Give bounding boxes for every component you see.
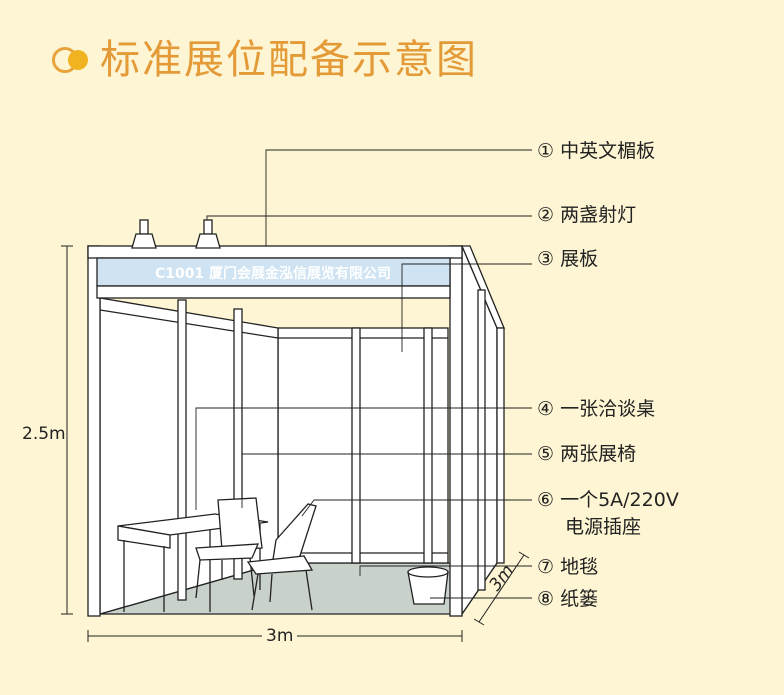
height-dimension xyxy=(61,245,73,615)
fascia-board xyxy=(96,257,451,287)
height-label: 2.5m xyxy=(22,424,66,444)
label-waste-basket: ⑧ 纸篓 xyxy=(537,588,599,610)
width-label: 3m xyxy=(262,626,298,646)
label-socket-line2: 电源插座 xyxy=(565,516,642,538)
back-post-2 xyxy=(423,327,433,564)
label-carpet: ⑦ 地毯 xyxy=(537,556,599,578)
back-post-1 xyxy=(351,327,361,564)
title-text: 标准展位配备示意图 xyxy=(100,37,478,83)
front-post-right xyxy=(449,245,463,617)
fascia-text: C1001 厦门会展金泓信展览有限公司 xyxy=(155,265,391,282)
spotlight-icon-1 xyxy=(131,219,157,249)
spotlight-icon-2 xyxy=(195,219,221,249)
right-post xyxy=(477,289,486,591)
label-fascia: ① 中英文楣板 xyxy=(537,140,656,162)
front-post-left xyxy=(87,245,101,617)
depth-dimension xyxy=(473,551,530,626)
label-socket: ⑥ 一个5A/220V xyxy=(537,489,679,511)
label-table: ④ 一张洽谈桌 xyxy=(537,398,656,420)
label-wall-panel: ③ 展板 xyxy=(537,248,599,270)
diagram-title: 标准展位配备示意图 xyxy=(52,32,478,88)
left-post-1 xyxy=(177,299,187,601)
chair-icon-2 xyxy=(246,503,317,611)
title-bullet-icon xyxy=(52,43,92,77)
left-post-2 xyxy=(233,308,243,580)
chair-icon-1 xyxy=(195,497,263,599)
label-spotlights: ② 两盏射灯 xyxy=(537,204,637,226)
waste-basket-icon xyxy=(407,566,449,605)
label-chairs: ⑤ 两张展椅 xyxy=(537,443,637,465)
